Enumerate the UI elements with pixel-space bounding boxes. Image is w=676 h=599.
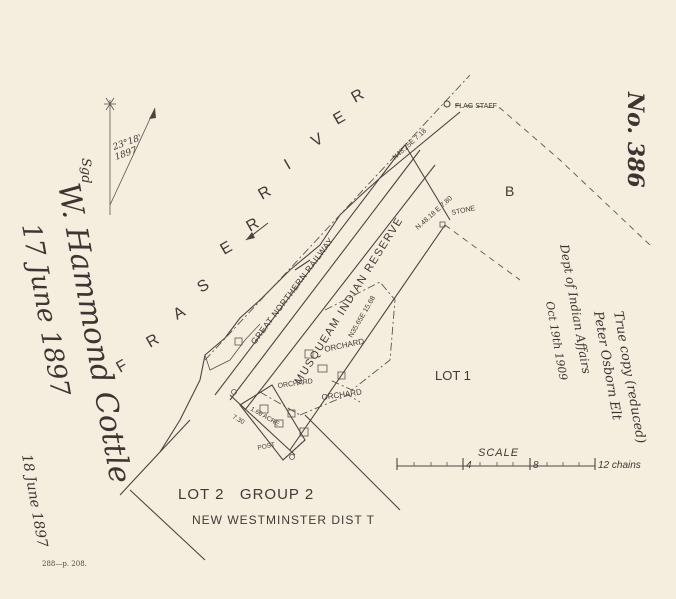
post-marker-1: [231, 389, 237, 395]
building-3: [337, 371, 346, 380]
north-star-b: [105, 97, 115, 111]
scale-tick-label-4: 4: [466, 460, 472, 471]
reserve-east-line: [289, 224, 446, 451]
building-4: [234, 337, 243, 346]
inset-lot-dotted: [282, 439, 306, 461]
river-bank: [119, 111, 461, 496]
railway-line-west: [214, 144, 406, 396]
flag-staff-marker: [443, 100, 451, 108]
railway-line-east: [229, 149, 421, 401]
lot-1-label: LOT 1: [435, 368, 471, 383]
building-2: [317, 364, 328, 373]
railway-centreline: [204, 74, 471, 361]
flag-staff-label: FLAG STAFF: [455, 103, 497, 110]
reserve-north-line: [404, 144, 451, 221]
river-bank-inner: [204, 323, 261, 371]
survey-boundary-north: [454, 104, 651, 246]
river-shore-segment-2: [294, 259, 311, 271]
sheet-number: No. 386: [622, 91, 648, 188]
river-shore-segment: [159, 419, 191, 453]
district-label: NEW WESTMINSTER DIST T: [192, 513, 375, 527]
lot-2-group-label: LOT 2 GROUP 2: [178, 486, 314, 503]
lot-b-label: B: [505, 183, 514, 199]
arrow-head-icon: [149, 108, 156, 119]
post-marker-2: [289, 454, 295, 460]
scale-label: SCALE: [478, 447, 519, 459]
scale-tick-label-8: 8: [533, 460, 539, 471]
scale-tick-label-12: 12 chains: [598, 460, 641, 471]
scale-bar: SCALE 4 8 12 chains: [396, 447, 641, 471]
stone-marker: [439, 221, 446, 228]
building-1: [304, 349, 314, 359]
reserve-west-line: [244, 164, 436, 411]
boundary-south: [129, 489, 206, 561]
building-6: [274, 419, 284, 428]
lot-divider-line: [304, 414, 401, 511]
orchard-outline: [324, 281, 396, 391]
signature-prefix: Sgd: [78, 158, 93, 184]
survey-boundary-east: [444, 224, 521, 281]
magnetic-line: [109, 107, 156, 206]
orchard-label-3: ORCHARD: [277, 378, 313, 390]
orchard-inner: [259, 391, 361, 416]
stone-label: STONE: [451, 205, 476, 217]
building-5: [259, 404, 269, 414]
page-footer: 288—p. 208.: [42, 560, 87, 568]
river-flow-arrow-head-icon: [246, 232, 255, 240]
post-label: POST: [257, 441, 276, 452]
